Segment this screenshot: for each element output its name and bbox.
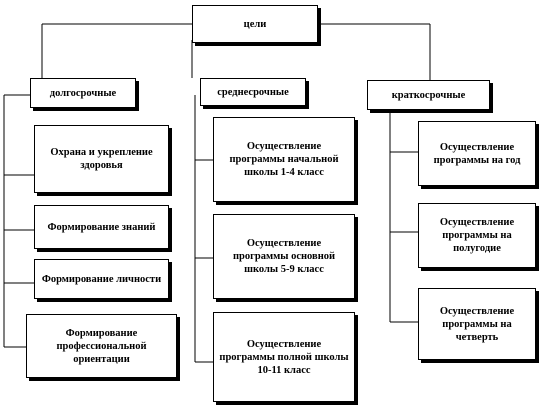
mid-term-item-basic: Осуществление программы основной школы 5… (213, 214, 355, 299)
long-term-item-career: Формирование профессиональной ориентации (26, 314, 177, 378)
short-term-item-half-year: Осуществление программы на полугодие (418, 203, 536, 268)
long-term-item-knowledge: Формирование знаний (34, 205, 169, 249)
long-term-item-label: Охрана и укрепление здоровья (50, 147, 153, 171)
long-term-item-health: Охрана и укрепление здоровья (34, 125, 169, 193)
mid-term-item-label: Осуществление программы основной школы 5… (232, 238, 336, 275)
long-term-item-label: Формирование профессиональной ориентации (56, 327, 147, 365)
mid-term-item-full: Осуществление программы полной школы 10-… (213, 312, 355, 402)
mid-term-label: среднесрочные (217, 86, 289, 98)
short-term-label: краткосрочные (391, 89, 466, 101)
mid-term-header: среднесрочные (200, 78, 306, 106)
short-term-item-label: Осуществление программы на четверть (439, 305, 515, 343)
long-term-item-label: Формирование личности (41, 273, 162, 285)
short-term-header: краткосрочные (367, 80, 490, 110)
long-term-item-label: Формирование знаний (47, 221, 156, 233)
mid-term-item-primary: Осуществление программы начальной школы … (213, 117, 355, 202)
short-term-item-label: Осуществление программы на полугодие (439, 217, 515, 254)
long-term-item-personality: Формирование личности (34, 259, 169, 299)
long-term-header: долгосрочные (30, 78, 136, 108)
short-term-item-quarter: Осуществление программы на четверть (418, 288, 536, 360)
short-term-item-label: Осуществление программы на год (433, 141, 521, 166)
root-goals-label: цели (243, 18, 267, 30)
root-goals-box: цели (192, 5, 318, 43)
mid-term-item-label: Осуществление программы полной школы 10-… (219, 338, 349, 376)
long-term-label: долгосрочные (49, 87, 117, 99)
mid-term-item-label: Осуществление программы начальной школы … (229, 141, 339, 178)
short-term-item-year: Осуществление программы на год (418, 121, 536, 186)
